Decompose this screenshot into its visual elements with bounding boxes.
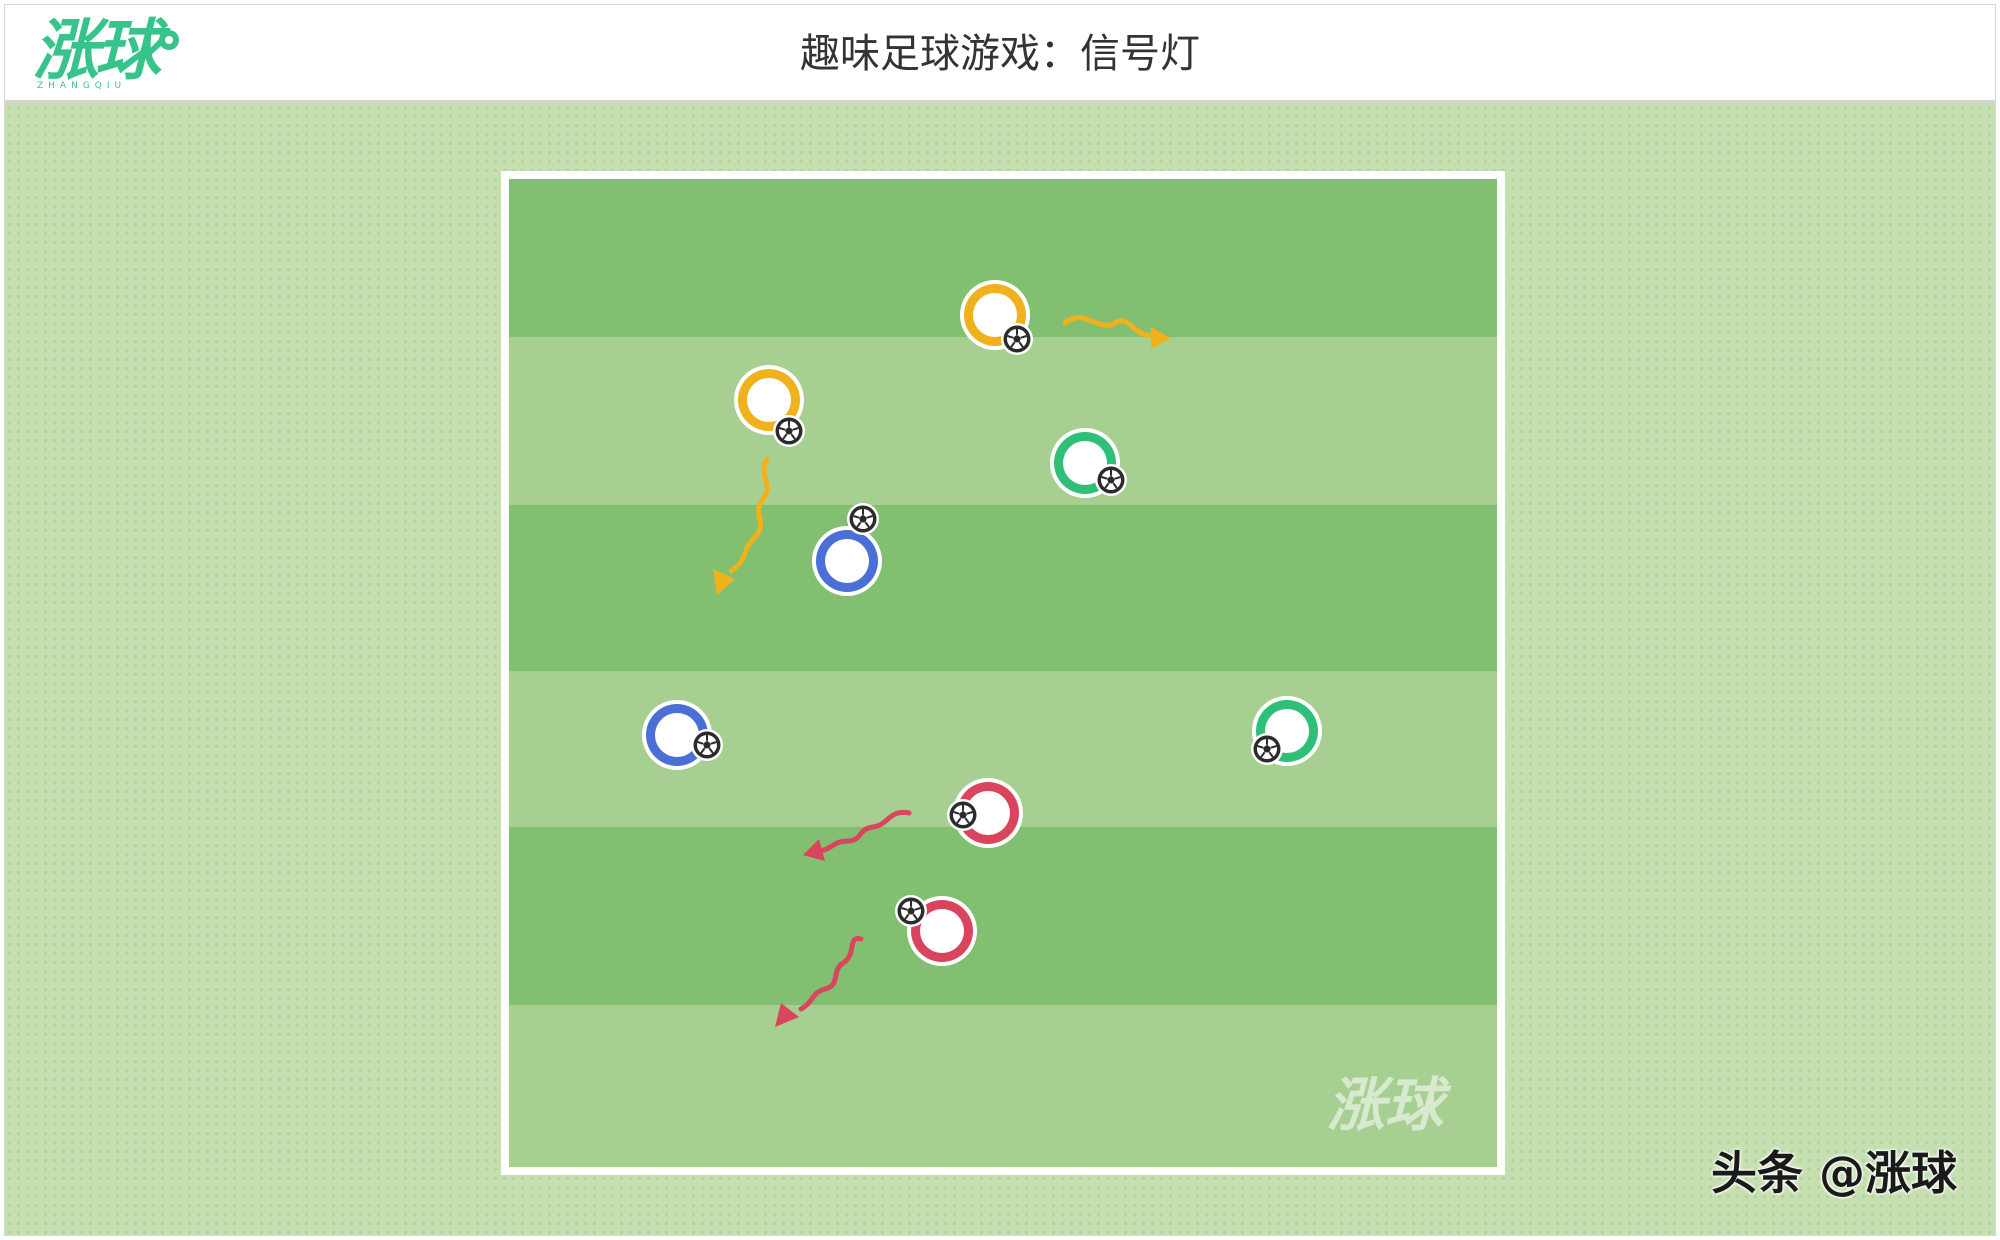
header: 涨球 ZHANGQIU 趣味足球游戏：信号灯 <box>5 5 1995 103</box>
dribble-arrow-red-4 <box>775 936 864 1027</box>
field-logo-watermark: 涨球 <box>1327 1071 1452 1139</box>
soccer-ball-icon <box>1250 732 1284 766</box>
soccer-ball-icon <box>1000 322 1034 356</box>
player-blue-4 <box>812 502 882 596</box>
player-green-6 <box>1250 696 1322 766</box>
players <box>642 280 1322 966</box>
field-stripe <box>509 505 1497 671</box>
logo-subtitle: ZHANGQIU <box>37 81 127 91</box>
player-ring-center <box>655 713 699 757</box>
arrowhead <box>713 569 735 595</box>
soccer-ball-icon <box>894 894 928 928</box>
dribble-path <box>798 936 864 1012</box>
player-yellow-1 <box>960 280 1034 356</box>
soccer-ball-icon <box>772 414 806 448</box>
player-ring-center <box>1063 441 1107 485</box>
player-ring-center <box>825 539 869 583</box>
soccer-ball-icon <box>946 798 980 832</box>
player-ring-center <box>966 791 1010 835</box>
player-blue-5 <box>642 700 724 770</box>
player-yellow-2 <box>734 365 806 448</box>
dribble-path <box>1062 315 1158 340</box>
logo-mark: 涨球 <box>33 17 179 85</box>
arrowhead <box>803 839 825 861</box>
dribble-arrows <box>713 315 1171 1027</box>
page-title: 趣味足球游戏：信号灯 <box>800 31 1200 77</box>
source-watermark: 头条 @涨球 <box>1710 1146 1957 1200</box>
player-ring-center <box>920 909 964 953</box>
player-red-8 <box>894 894 977 966</box>
logo-ball-icon <box>159 30 179 50</box>
field-stripe <box>509 827 1497 1005</box>
player-ring-center <box>973 293 1017 337</box>
field-stripe <box>509 1005 1497 1167</box>
training-field-diagram: 涨球 <box>501 171 1505 1175</box>
arrowhead <box>775 1003 799 1027</box>
dribble-arrow-yellow-2 <box>713 456 770 595</box>
brand-logo[interactable]: 涨球 ZHANGQIU <box>33 17 179 95</box>
dribble-arrow-red-3 <box>803 809 912 861</box>
player-green-3 <box>1050 428 1128 498</box>
soccer-ball-icon <box>1094 463 1128 497</box>
player-ring-center <box>747 378 791 422</box>
dribble-arrow-yellow-1 <box>1062 315 1171 349</box>
dribble-path <box>814 809 912 854</box>
dribble-path <box>728 456 770 574</box>
diagram-frame: 涨球 ZHANGQIU 趣味足球游戏：信号灯 涨球 <box>4 4 1996 1236</box>
field-stripe <box>509 337 1497 505</box>
player-red-7 <box>946 778 1023 848</box>
soccer-ball-icon <box>846 502 880 536</box>
logo-text: 涨球 <box>33 12 161 89</box>
soccer-ball-icon <box>690 728 724 762</box>
arrowhead <box>1151 327 1171 349</box>
